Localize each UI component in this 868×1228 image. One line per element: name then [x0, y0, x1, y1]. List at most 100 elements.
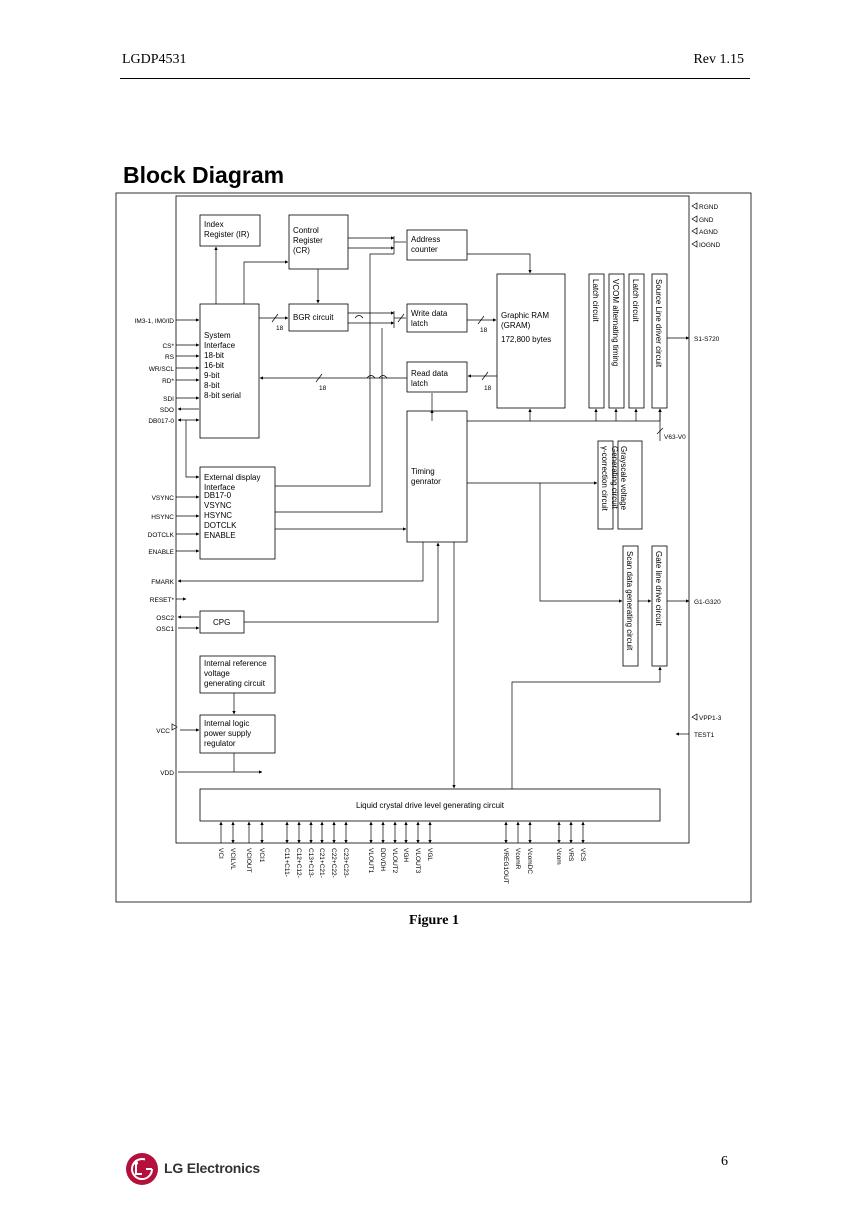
- bottom-pin-label: VCS: [579, 848, 586, 862]
- pin-vcc: VCC: [156, 728, 170, 735]
- pin-osc1: OSC1: [156, 626, 174, 633]
- header-rule: [120, 78, 750, 79]
- pin-sdo: SDO: [160, 407, 174, 414]
- bottom-pin-label: VRS: [567, 848, 574, 862]
- gate-driver-label: Gate line drive circuit: [654, 551, 663, 626]
- pin-test1: TEST1: [694, 732, 715, 739]
- read-data-latch-block: [406, 361, 468, 393]
- bgr-circuit-block: [288, 303, 349, 332]
- lcd-drive-level-block: [199, 788, 661, 822]
- pin-reset: RESET*: [150, 597, 175, 604]
- bottom-pin-label: DDVDH: [379, 848, 386, 871]
- address-counter-block: [406, 229, 468, 261]
- gamma-correction-label: γ-correction circuit: [600, 446, 609, 512]
- system-interface-block: [199, 303, 260, 439]
- latch-circuit-2-block: [628, 273, 645, 409]
- bus-width-gram-read: 18: [484, 385, 492, 392]
- pin-dotclk: DOTCLK: [148, 532, 175, 539]
- pin-fmark: FMARK: [151, 579, 174, 586]
- graphic-ram-label: Graphic RAM(GRAM)172,800 bytes: [501, 311, 551, 344]
- source-driver-label: Source Line driver circuit: [654, 279, 663, 368]
- lg-logo: LG Electronics: [124, 1151, 294, 1187]
- index-register-block: [199, 214, 261, 247]
- pin-im: IM3-1, IM0/ID: [135, 318, 175, 325]
- diagram-frame: [115, 192, 752, 903]
- lcd-drive-level-label: Liquid crystal drive level generating ci…: [356, 801, 505, 810]
- pin-enable: ENABLE: [148, 549, 174, 556]
- bottom-pin-label: VLOUT2: [391, 848, 398, 874]
- bottom-pin-label: VCI: [217, 848, 224, 859]
- bottom-pin-label: VREG1OUT: [502, 848, 509, 884]
- scan-data-label: Scan data generating circuit: [625, 551, 634, 651]
- bgr-circuit-label: BGR circuit: [293, 313, 334, 322]
- bottom-pin-label: VGL: [426, 848, 433, 861]
- bottom-pin-label: VcomDC: [526, 848, 533, 874]
- page-number: 6: [721, 1154, 728, 1169]
- bottom-pin-label: VCILVL: [229, 848, 236, 870]
- internal-logic-block: [199, 714, 276, 754]
- bottom-pin-label: VLOUT3: [414, 848, 421, 874]
- external-display-interface-block: [199, 466, 276, 560]
- pin-sdi: SDI: [163, 396, 174, 403]
- pin-iognd: IOGND: [699, 242, 721, 249]
- scan-data-block: [622, 545, 639, 667]
- pin-hsync: HSYNC: [151, 514, 174, 521]
- bottom-pin-label: C11+C11-: [283, 848, 290, 877]
- bottom-pin-label: VLOUT1: [367, 848, 374, 874]
- bus-width-sys-bgr: 18: [276, 325, 284, 332]
- vcom-timing-block: [608, 273, 625, 409]
- bus-width-write-gram: 18: [480, 327, 488, 334]
- bottom-pin-label: VcomR: [514, 848, 521, 870]
- pin-osc2: OSC2: [156, 615, 174, 622]
- lg-logo-icon: [126, 1153, 158, 1185]
- pin-v63: V63-V0: [664, 434, 686, 441]
- bottom-pin-label: VCI1: [258, 848, 265, 863]
- pin-vdd: VDD: [160, 770, 174, 777]
- header-doc-id: LGDP4531: [122, 52, 187, 67]
- grayscale-voltage-block: [617, 440, 643, 530]
- latch-circuit-1-label: Latch circuit: [591, 279, 600, 322]
- bottom-pin-label: C13+C13-: [307, 848, 314, 878]
- pin-vpp: VPP1-3: [699, 715, 722, 722]
- gate-driver-block: [651, 545, 668, 667]
- pin-gate-out: G1-G320: [694, 599, 721, 606]
- pin-vsync: VSYNC: [152, 495, 175, 502]
- pin-cs: CS*: [162, 343, 174, 350]
- bottom-pin-label: C12+C12-: [295, 848, 302, 878]
- section-title: Block Diagram: [123, 162, 285, 188]
- bottom-pin-label: C23+C23-: [342, 848, 349, 878]
- vcom-timing-label: VCOM alternating timing: [611, 279, 620, 366]
- timing-generator-block: [406, 410, 468, 543]
- figure-caption: Figure 1: [409, 913, 459, 928]
- pin-agnd: AGND: [699, 229, 718, 236]
- grayscale-voltage-label: Grayscale voltageGenerating circuit: [610, 446, 628, 511]
- bottom-pin-label: C22+C22-: [330, 848, 337, 878]
- gamma-correction-block: [597, 440, 614, 530]
- header-revision: Rev 1.15: [693, 52, 744, 67]
- cpg-label: CPG: [213, 618, 230, 627]
- pin-rgnd: RGND: [699, 204, 718, 211]
- pin-gnd: GND: [699, 217, 714, 224]
- graphic-ram-block: [496, 273, 566, 409]
- connection-lines: [176, 236, 690, 789]
- pin-source-out: S1-S720: [694, 336, 720, 343]
- pin-db: DB017-0: [148, 418, 174, 425]
- bus-width-sys-read: 18: [319, 385, 327, 392]
- control-register-block: [288, 214, 349, 270]
- write-data-latch-block: [406, 303, 468, 333]
- source-driver-block: [651, 273, 668, 409]
- pin-rs: RS: [165, 354, 175, 361]
- pin-wr: WR/SCL: [149, 366, 175, 373]
